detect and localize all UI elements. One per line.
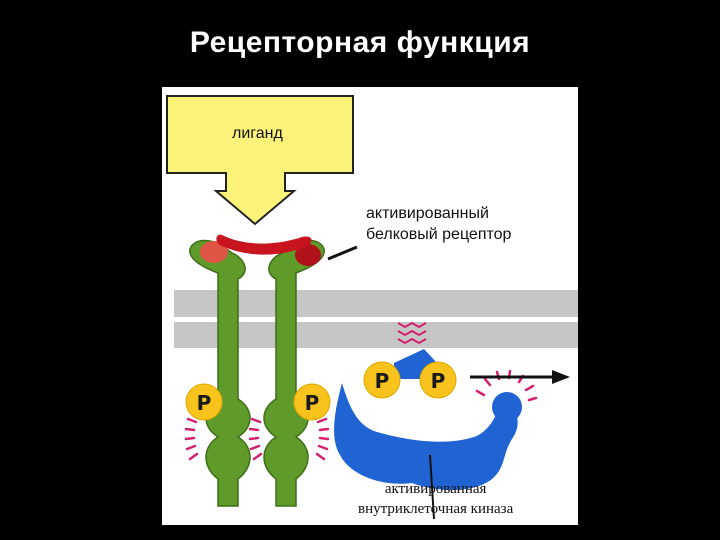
ligand-molecule [216,234,312,255]
ligand-callout-box [166,95,354,226]
signal-arrow-head [552,370,570,384]
docking-activation-marks [397,321,427,345]
activated-kinase-label: активированная внутриклеточная киназа [358,479,513,519]
kinase-pointer-line [429,454,435,520]
kinase-label-line-1: активированная [384,481,487,497]
diagram-canvas: P P P P [166,95,578,520]
ligand-binding-site-left [200,241,228,263]
receptor-diagram: P P P P лиганд активированный белковый р… [162,87,578,525]
receptor-chain-right [263,239,325,507]
receptor-label-line-1: активированный [366,205,489,222]
receptor-chain-left [189,239,251,507]
kinase-body [334,383,518,490]
activated-receptor-label: активированный белковый рецептор [366,203,511,245]
receptor-dimer [189,239,325,507]
membrane-outer-layer [174,290,578,317]
kinase-label-line-2: внутриклеточная киназа [358,501,514,517]
slide-title: Рецепторная функция [189,26,531,59]
receptor-label-pointer [327,245,358,261]
phosphate-group: P [185,383,223,421]
phosphate-group: P [419,361,457,399]
phosphate-group: P [363,361,401,399]
kinase-active-site [492,392,522,422]
svg-text:P: P [197,391,212,415]
svg-text:P: P [375,369,390,393]
phosphate-group: P [293,383,331,421]
membrane-inner-layer [174,322,578,348]
receptor-activation-marks [184,417,330,461]
receptor-label-line-2: белковый рецептор [366,226,512,243]
ligand-label: лиганд [232,125,283,142]
svg-text:P: P [305,391,320,415]
svg-text:P: P [431,369,446,393]
ligand-binding-site-right [295,244,321,266]
